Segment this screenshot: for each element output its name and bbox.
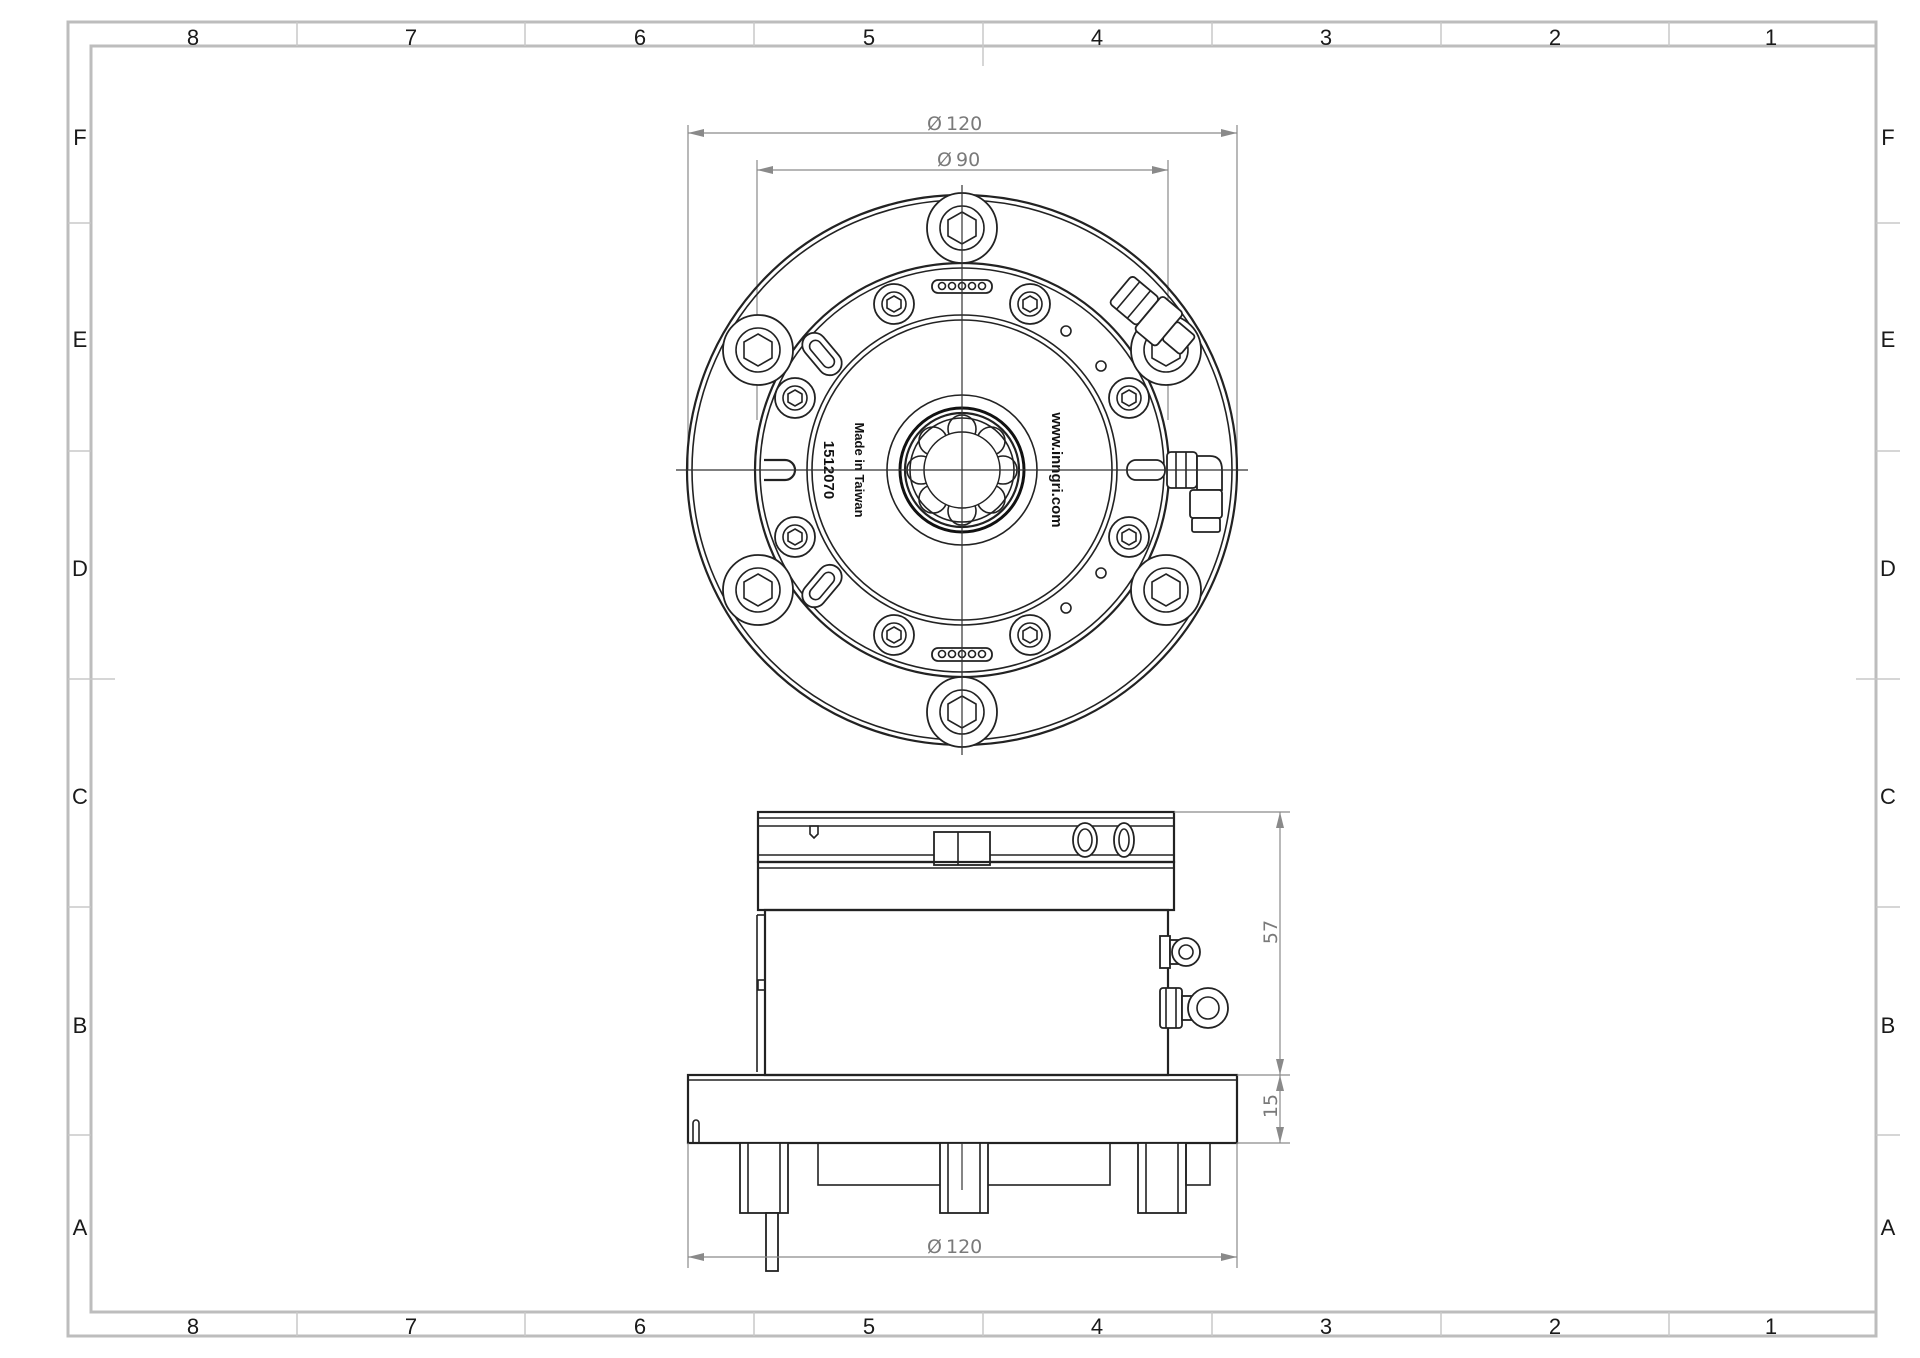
side-fitting-lower — [1159, 987, 1229, 1029]
zone-row-e-left: E — [73, 327, 88, 352]
side-main-body — [756, 908, 1170, 1077]
zone-labels-right: F E D C B A — [1880, 125, 1896, 1240]
slot-left-upper — [801, 331, 843, 377]
inner-bolts — [774, 283, 1150, 656]
zone-col-1-bottom: 1 — [1765, 1314, 1777, 1339]
zone-col-4-top: 4 — [1091, 25, 1103, 50]
zone-col-3-top: 3 — [1320, 25, 1332, 50]
dim-height-57: 57 — [1174, 811, 1290, 1076]
zone-labels-bottom: 8 7 6 5 4 3 2 1 — [187, 1314, 1777, 1339]
side-fitting-upper — [1159, 935, 1201, 969]
zone-labels-top: 8 7 6 5 4 3 2 1 — [187, 25, 1777, 50]
zone-col-6-top: 6 — [634, 25, 646, 50]
zone-labels-left: F E D C B A — [72, 125, 88, 1240]
zone-row-c-right: C — [1880, 784, 1896, 809]
zone-row-e-right: E — [1881, 327, 1896, 352]
outer-bolt-lower-right — [1130, 554, 1202, 626]
dim-value-90: 90 — [956, 149, 980, 171]
top-view: Ø 120 Ø 90 — [676, 113, 1248, 755]
side-view: 57 15 Ø 120 — [686, 810, 1290, 1272]
zone-col-5-top: 5 — [863, 25, 875, 50]
zone-col-4-bottom: 4 — [1091, 1314, 1103, 1339]
zone-row-d-right: D — [1880, 556, 1896, 581]
top-view-centerlines — [676, 185, 1248, 755]
zone-col-2-bottom: 2 — [1549, 1314, 1561, 1339]
side-bottom-studs — [739, 1142, 1211, 1272]
zone-row-a-right: A — [1881, 1215, 1896, 1240]
small-holes — [1060, 325, 1107, 614]
side-ring-band — [756, 860, 1176, 912]
dim-value-120-bottom: 120 — [946, 1236, 982, 1258]
dim-symbol-120-bottom: Ø — [927, 1236, 942, 1258]
zone-row-c-left: C — [72, 784, 88, 809]
zone-row-d-left: D — [72, 556, 88, 581]
outer-bolt-lower-left — [722, 554, 794, 626]
dim-diameter-120-top: Ø 120 — [687, 113, 1238, 470]
zone-col-1-top: 1 — [1765, 25, 1777, 50]
zone-col-8-bottom: 8 — [187, 1314, 199, 1339]
zone-row-f-left: F — [73, 125, 86, 150]
side-top-cap — [756, 810, 1176, 866]
sheet-frame — [66, 20, 1900, 1338]
zone-col-6-bottom: 6 — [634, 1314, 646, 1339]
dim-value-15: 15 — [1260, 1094, 1282, 1118]
side-base-flange — [686, 1073, 1239, 1145]
slot-left-lower — [801, 563, 843, 609]
zone-row-b-right: B — [1881, 1013, 1896, 1038]
zone-col-7-bottom: 7 — [405, 1314, 417, 1339]
zone-col-3-bottom: 3 — [1320, 1314, 1332, 1339]
dim-symbol-90: Ø — [937, 149, 952, 171]
air-fitting-right — [1126, 451, 1223, 533]
air-fitting-upper-right — [1109, 276, 1196, 355]
outer-bolt-upper-left — [722, 314, 794, 386]
zone-col-7-top: 7 — [405, 25, 417, 50]
zone-col-8-top: 8 — [187, 25, 199, 50]
dim-value-57: 57 — [1260, 920, 1282, 944]
dim-symbol-120-top: Ø — [927, 113, 942, 135]
dim-value-120-top: 120 — [946, 113, 982, 135]
zone-row-f-right: F — [1881, 125, 1894, 150]
zone-col-5-bottom: 5 — [863, 1314, 875, 1339]
zone-row-a-left: A — [73, 1215, 88, 1240]
zone-col-2-top: 2 — [1549, 25, 1561, 50]
dim-diameter-120-bottom: Ø 120 — [687, 1143, 1238, 1268]
dim-height-15: 15 — [1237, 1075, 1290, 1144]
zone-row-b-left: B — [73, 1013, 88, 1038]
